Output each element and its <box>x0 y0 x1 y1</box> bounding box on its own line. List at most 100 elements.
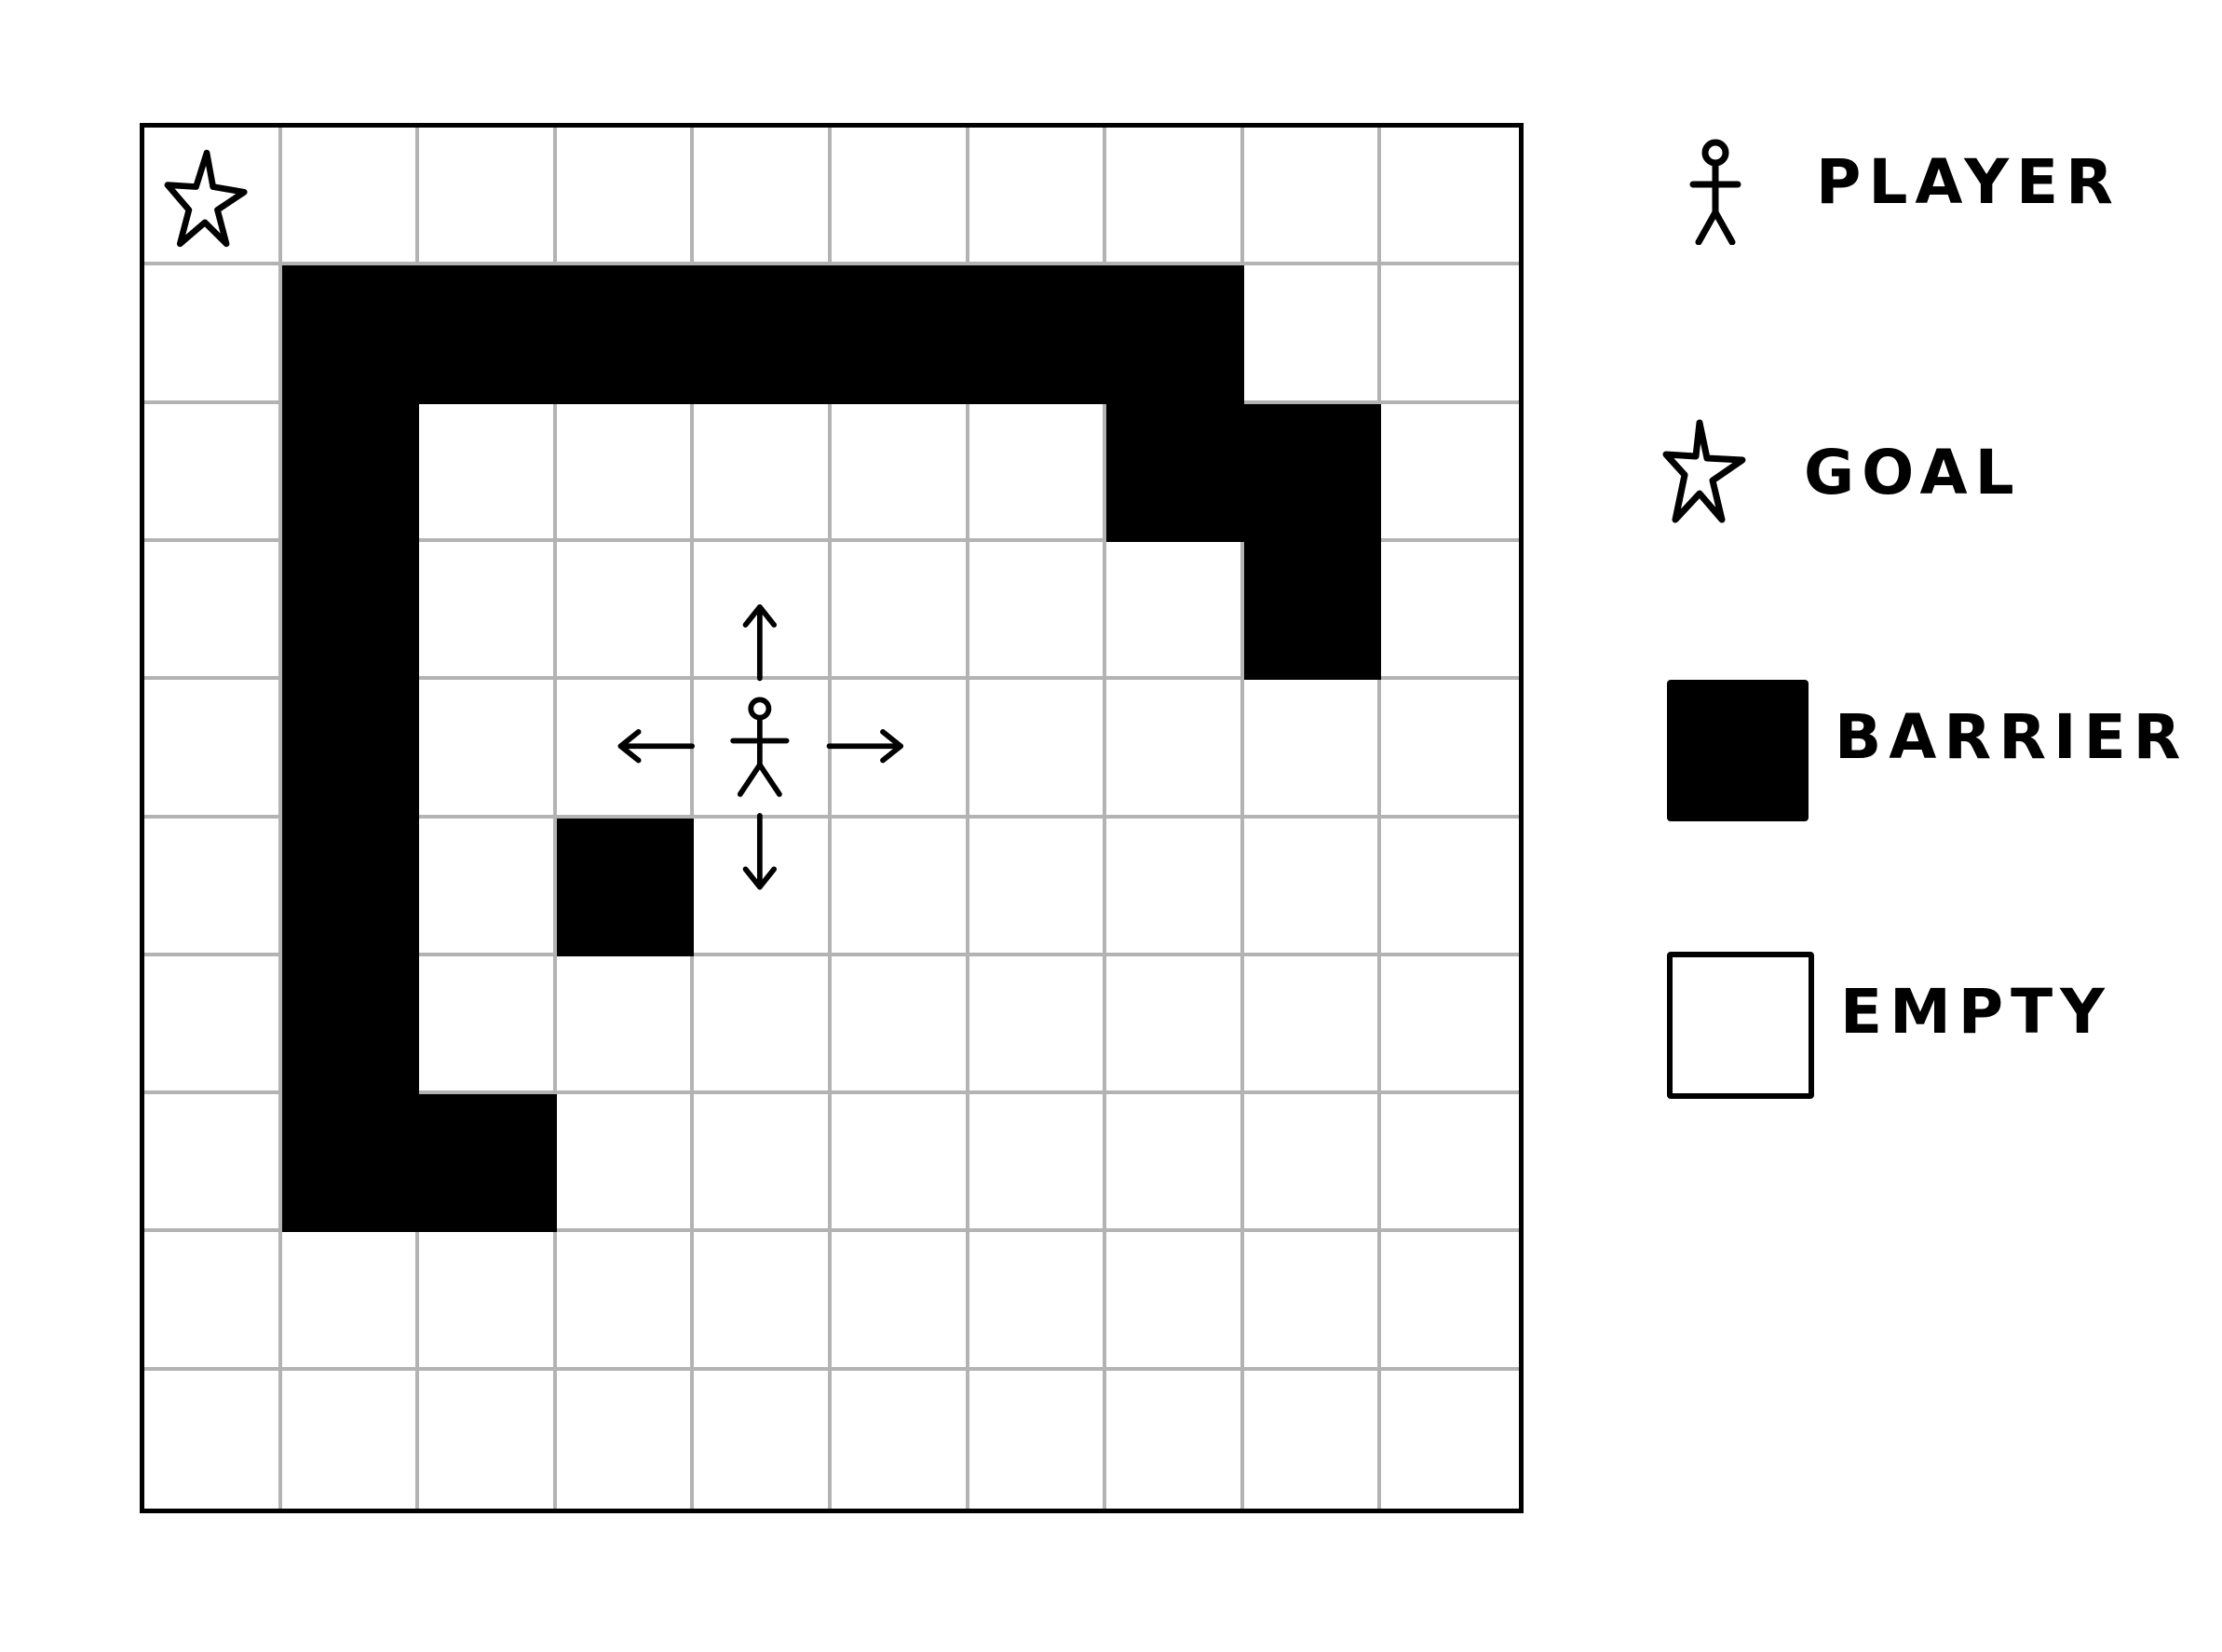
grid-cell <box>832 1232 969 1371</box>
grid <box>144 128 1519 1509</box>
player-cell <box>618 604 904 890</box>
grid-cell <box>1106 680 1244 819</box>
grid-cell <box>832 818 969 956</box>
grid-cell <box>144 1232 282 1371</box>
grid-cell <box>832 1094 969 1233</box>
goal-cell <box>144 128 282 266</box>
grid-cell <box>144 1094 282 1233</box>
grid-cell <box>969 955 1107 1095</box>
grid-cell <box>144 541 282 681</box>
grid-cell <box>694 128 832 266</box>
grid-cell <box>969 818 1107 956</box>
grid-cell <box>1381 818 1519 956</box>
star-icon <box>1662 419 1746 526</box>
grid-cell <box>694 955 832 1095</box>
legend-empty: EMPTY <box>1667 952 2112 1099</box>
grid-cell <box>1106 541 1244 681</box>
grid-cell <box>556 128 695 266</box>
grid-cell <box>556 1094 695 1233</box>
barrier-cell <box>281 541 420 681</box>
grid-cell <box>1243 128 1382 266</box>
grid-cell <box>969 1232 1107 1371</box>
grid-cell <box>556 1232 695 1371</box>
grid-cell <box>419 680 557 819</box>
grid-cell <box>1243 1094 1382 1233</box>
grid-cell <box>419 1370 557 1509</box>
grid-cell <box>144 403 282 542</box>
grid-cell <box>419 955 557 1095</box>
barrier-cell <box>281 680 420 819</box>
grid-cell <box>969 128 1107 266</box>
barrier-cell <box>556 265 695 404</box>
filled-square-icon <box>1667 680 1809 821</box>
grid-cell <box>1381 128 1519 266</box>
grid-cell <box>556 541 695 681</box>
grid-cell <box>144 955 282 1095</box>
barrier-cell <box>969 265 1107 404</box>
legend-barrier-label: BARRIER <box>1835 700 2188 773</box>
grid-cell <box>832 541 969 681</box>
legend-empty-label: EMPTY <box>1840 975 2112 1048</box>
grid-cell <box>1381 1232 1519 1371</box>
grid-cell <box>1243 265 1382 404</box>
barrier-cell <box>281 955 420 1095</box>
barrier-cell <box>419 1094 557 1233</box>
grid-cell <box>694 403 832 542</box>
grid-cell <box>281 128 420 266</box>
grid-cell <box>1106 955 1244 1095</box>
gridworld-board <box>140 123 1524 1513</box>
grid-cell <box>969 680 1107 819</box>
grid-cell <box>969 403 1107 542</box>
grid-cell <box>1243 1232 1382 1371</box>
grid-cell <box>1106 128 1244 266</box>
grid-cell <box>969 1094 1107 1233</box>
grid-cell <box>1106 1370 1244 1509</box>
stick-figure-icon <box>1676 138 1751 245</box>
barrier-cell <box>694 265 832 404</box>
grid-cell <box>969 1370 1107 1509</box>
grid-cell <box>1243 955 1382 1095</box>
grid-cell <box>419 818 557 956</box>
grid-cell <box>281 1232 420 1371</box>
legend-player: PLAYER <box>1676 138 2120 245</box>
barrier-cell <box>556 818 695 956</box>
grid-cell <box>1106 1232 1244 1371</box>
barrier-cell <box>1243 541 1382 681</box>
grid-cell <box>832 128 969 266</box>
grid-cell <box>1381 403 1519 542</box>
legend-barrier: BARRIER <box>1667 680 2188 821</box>
grid-cell <box>694 1370 832 1509</box>
barrier-cell <box>419 265 557 404</box>
grid-cell <box>1381 955 1519 1095</box>
grid-cell <box>1243 818 1382 956</box>
grid-cell <box>144 818 282 956</box>
grid-cell <box>1381 1094 1519 1233</box>
barrier-cell <box>1106 403 1244 542</box>
empty-square-icon <box>1667 952 1814 1099</box>
grid-cell <box>1381 541 1519 681</box>
grid-cell <box>694 1094 832 1233</box>
grid-cell <box>419 1232 557 1371</box>
grid-cell <box>694 1232 832 1371</box>
grid-cell <box>832 955 969 1095</box>
grid-cell <box>1381 680 1519 819</box>
barrier-cell <box>1106 265 1244 404</box>
grid-cell <box>556 403 695 542</box>
grid-cell <box>144 265 282 404</box>
grid-cell <box>1106 818 1244 956</box>
barrier-cell <box>832 265 969 404</box>
grid-cell <box>419 541 557 681</box>
barrier-cell <box>281 1094 420 1233</box>
grid-cell <box>419 128 557 266</box>
grid-cell <box>281 1370 420 1509</box>
grid-cell <box>556 1370 695 1509</box>
grid-cell <box>1381 265 1519 404</box>
grid-cell <box>144 1370 282 1509</box>
grid-cell <box>1243 1370 1382 1509</box>
grid-cell <box>969 541 1107 681</box>
grid-cell <box>1243 680 1382 819</box>
legend-goal-label: GOAL <box>1804 437 2022 508</box>
legend-goal: GOAL <box>1662 419 2022 526</box>
grid-cell <box>556 955 695 1095</box>
barrier-cell <box>281 265 420 404</box>
